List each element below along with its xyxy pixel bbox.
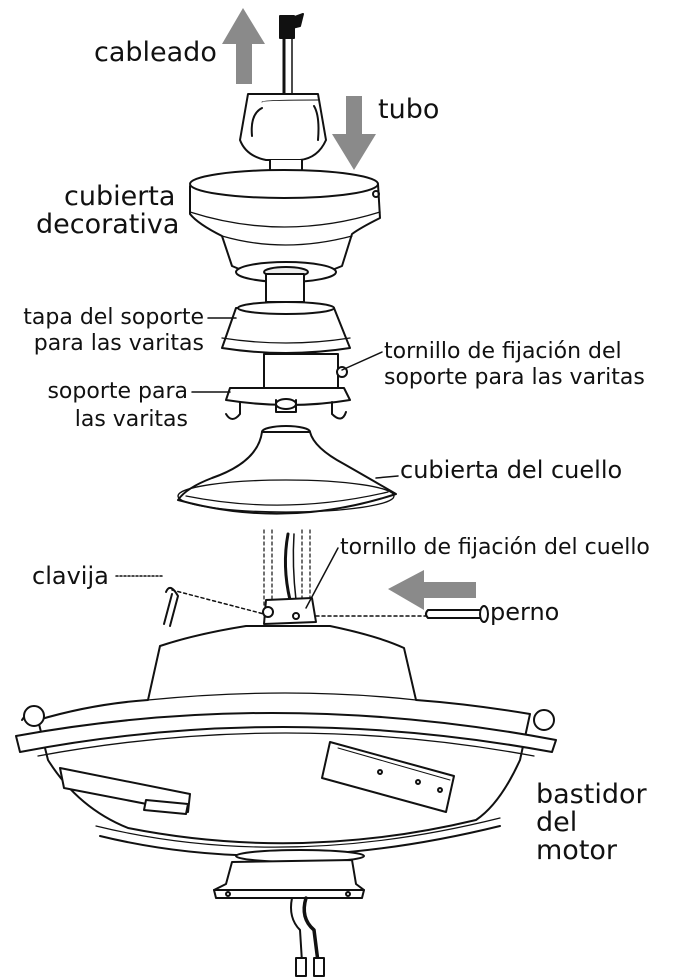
pin-label: perno [490, 598, 560, 626]
blade-holder-screw-label-line1: tornillo de fijación del [384, 339, 622, 364]
leader-lines [115, 317, 427, 617]
motor-housing-label-line1: bastidor [536, 779, 647, 810]
blade-holder-cap-label-line1: tapa del soporte [23, 305, 204, 330]
motor-wiring [283, 532, 292, 602]
canopy-cover-label-line1: cubierta [64, 181, 176, 212]
motor-collar [262, 597, 317, 625]
motor-housing-label-line3: motor [536, 835, 618, 866]
downrod [239, 93, 327, 177]
wiring-label: cableado [94, 37, 217, 68]
blade-holder [225, 387, 351, 420]
left-arrow-icon [388, 570, 476, 610]
motor-housing [15, 625, 557, 857]
motor-housing-label-line2: del [536, 807, 578, 838]
clip-label: clavija [32, 562, 109, 590]
collar-cover-label: cubierta del cuello [400, 456, 623, 484]
blade-holder-cap [221, 301, 351, 354]
up-arrow-icon [222, 8, 265, 84]
blade-holder-label-line1: soporte para [47, 379, 188, 404]
pin [425, 605, 489, 623]
collar-screw-label: tornillo de fijación del cuello [340, 535, 650, 560]
blade-holder-collar [263, 353, 339, 391]
clip [163, 586, 179, 627]
bottom-wires [290, 896, 325, 977]
downrod-label: tubo [378, 94, 440, 125]
blade-holder-screw-label-line2: soporte para las varitas [384, 365, 645, 390]
downrod-section [265, 273, 305, 303]
canopy-cover-label-line2: decorativa [36, 209, 180, 240]
collar-cover [177, 425, 397, 515]
switch-housing [213, 849, 365, 899]
collar-guide-lines [263, 529, 311, 607]
blade-holder-cap-label-line2: para las varitas [33, 331, 204, 356]
canopy-cover [189, 169, 381, 283]
top-wiring [279, 13, 304, 100]
down-arrow-icon [332, 96, 376, 170]
blade-holder-label-line2: las varitas [74, 407, 188, 432]
